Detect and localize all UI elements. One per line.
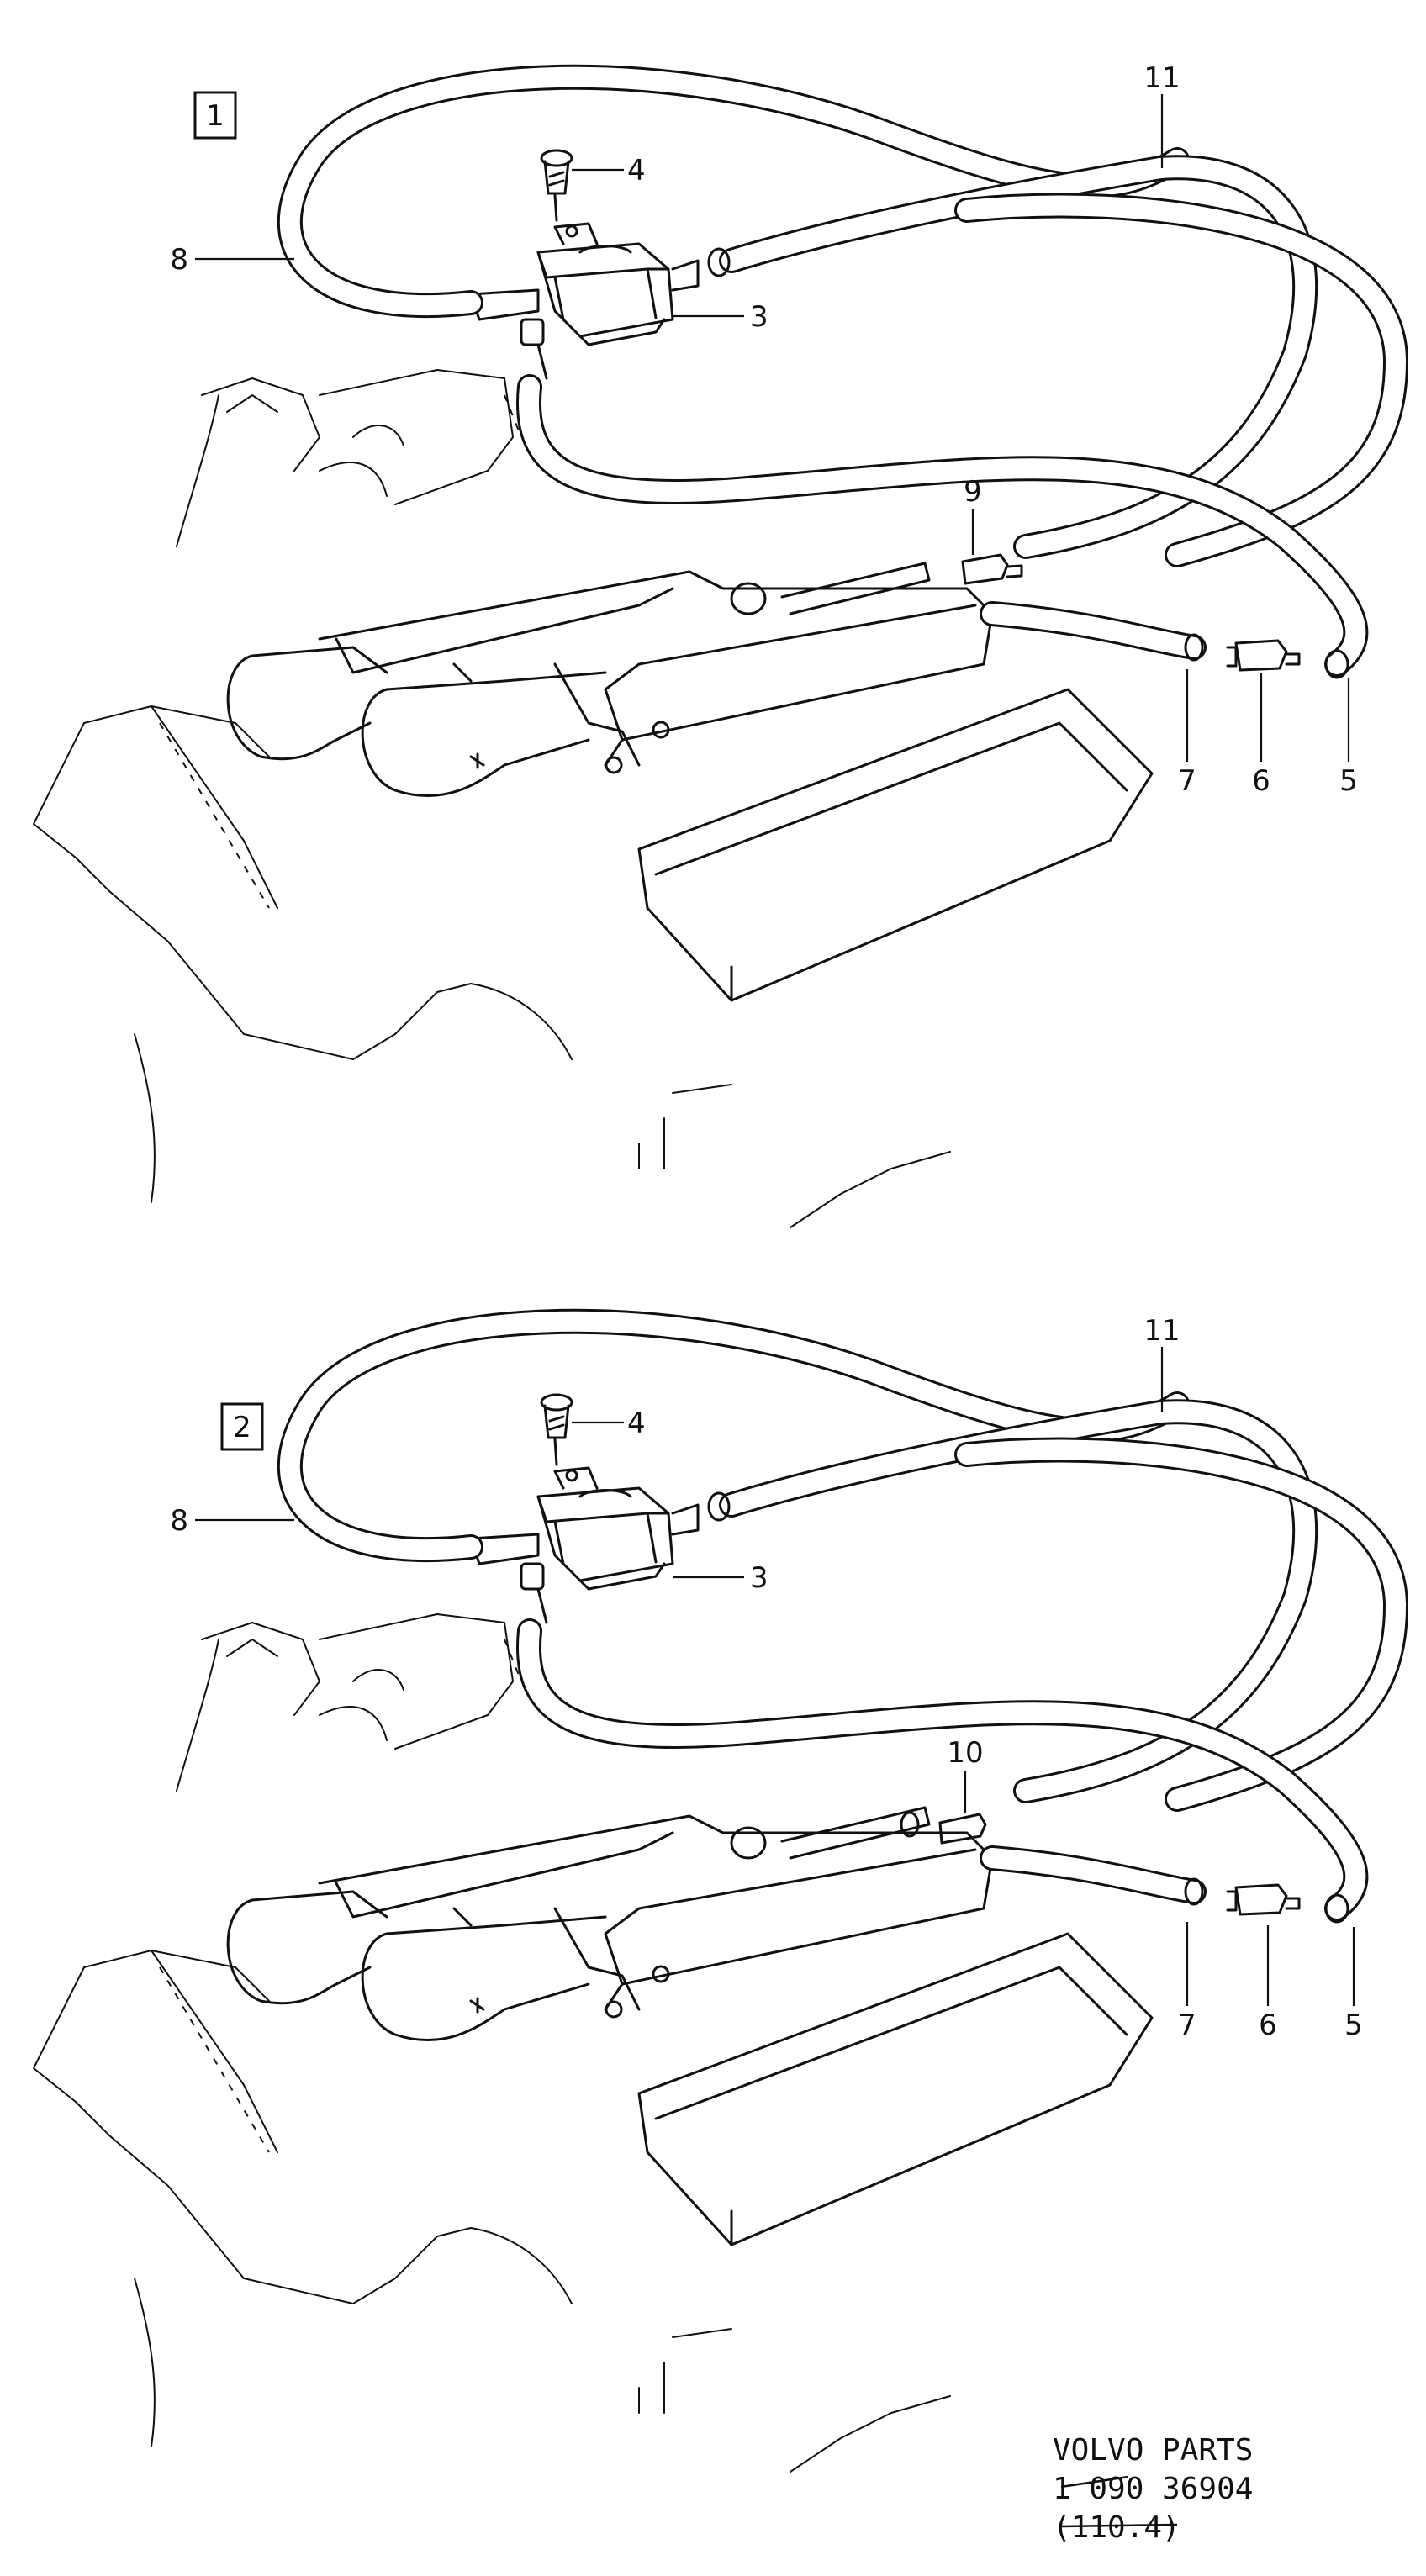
assembly-drawing-1 xyxy=(34,77,1396,1227)
callout-6: 6 xyxy=(1252,764,1270,798)
strike-mark-3 xyxy=(1060,2523,1178,2528)
reference-block: VOLVO PARTS 1 090 36904 (110.4) xyxy=(1053,2433,1253,2545)
callout-9: 9 xyxy=(964,475,982,509)
figure-2: 2 11 4 8 3 10 7 6 5 xyxy=(34,1314,1396,2472)
callout-6: 6 xyxy=(1259,2009,1277,2042)
callout-4: 4 xyxy=(627,1407,646,1440)
callout-7: 7 xyxy=(1178,2009,1196,2042)
callout-3: 3 xyxy=(750,300,768,334)
callout-11: 11 xyxy=(1143,61,1180,95)
callout-7: 7 xyxy=(1178,764,1196,798)
callout-3: 3 xyxy=(750,1561,768,1595)
callout-11: 11 xyxy=(1143,1314,1180,1348)
reference-line-3: (110.4) xyxy=(1053,2510,1180,2545)
connector-10-drawing xyxy=(900,1811,987,1845)
variant-box-1 xyxy=(193,91,237,140)
callout-8: 8 xyxy=(170,243,188,277)
figure-1: 1 11 4 8 3 9 7 6 5 xyxy=(34,61,1396,1227)
variant-label-2: 2 xyxy=(233,1411,251,1444)
callout-10: 10 xyxy=(947,1736,983,1770)
callout-5: 5 xyxy=(1344,2009,1363,2042)
variant-label-1: 1 xyxy=(206,99,224,133)
strike-mark-2 xyxy=(1060,2475,1129,2489)
callout-5: 5 xyxy=(1339,764,1358,798)
assembly-drawing-2 xyxy=(34,1322,1396,2472)
reference-line-1: VOLVO PARTS xyxy=(1053,2433,1253,2468)
callout-8: 8 xyxy=(170,1504,188,1538)
reference-line-2: 1 090 36904 xyxy=(1053,2472,1253,2506)
variant-box-2 xyxy=(220,1402,264,1451)
fitting-9-drawing xyxy=(961,553,1023,585)
callout-4: 4 xyxy=(627,154,646,187)
